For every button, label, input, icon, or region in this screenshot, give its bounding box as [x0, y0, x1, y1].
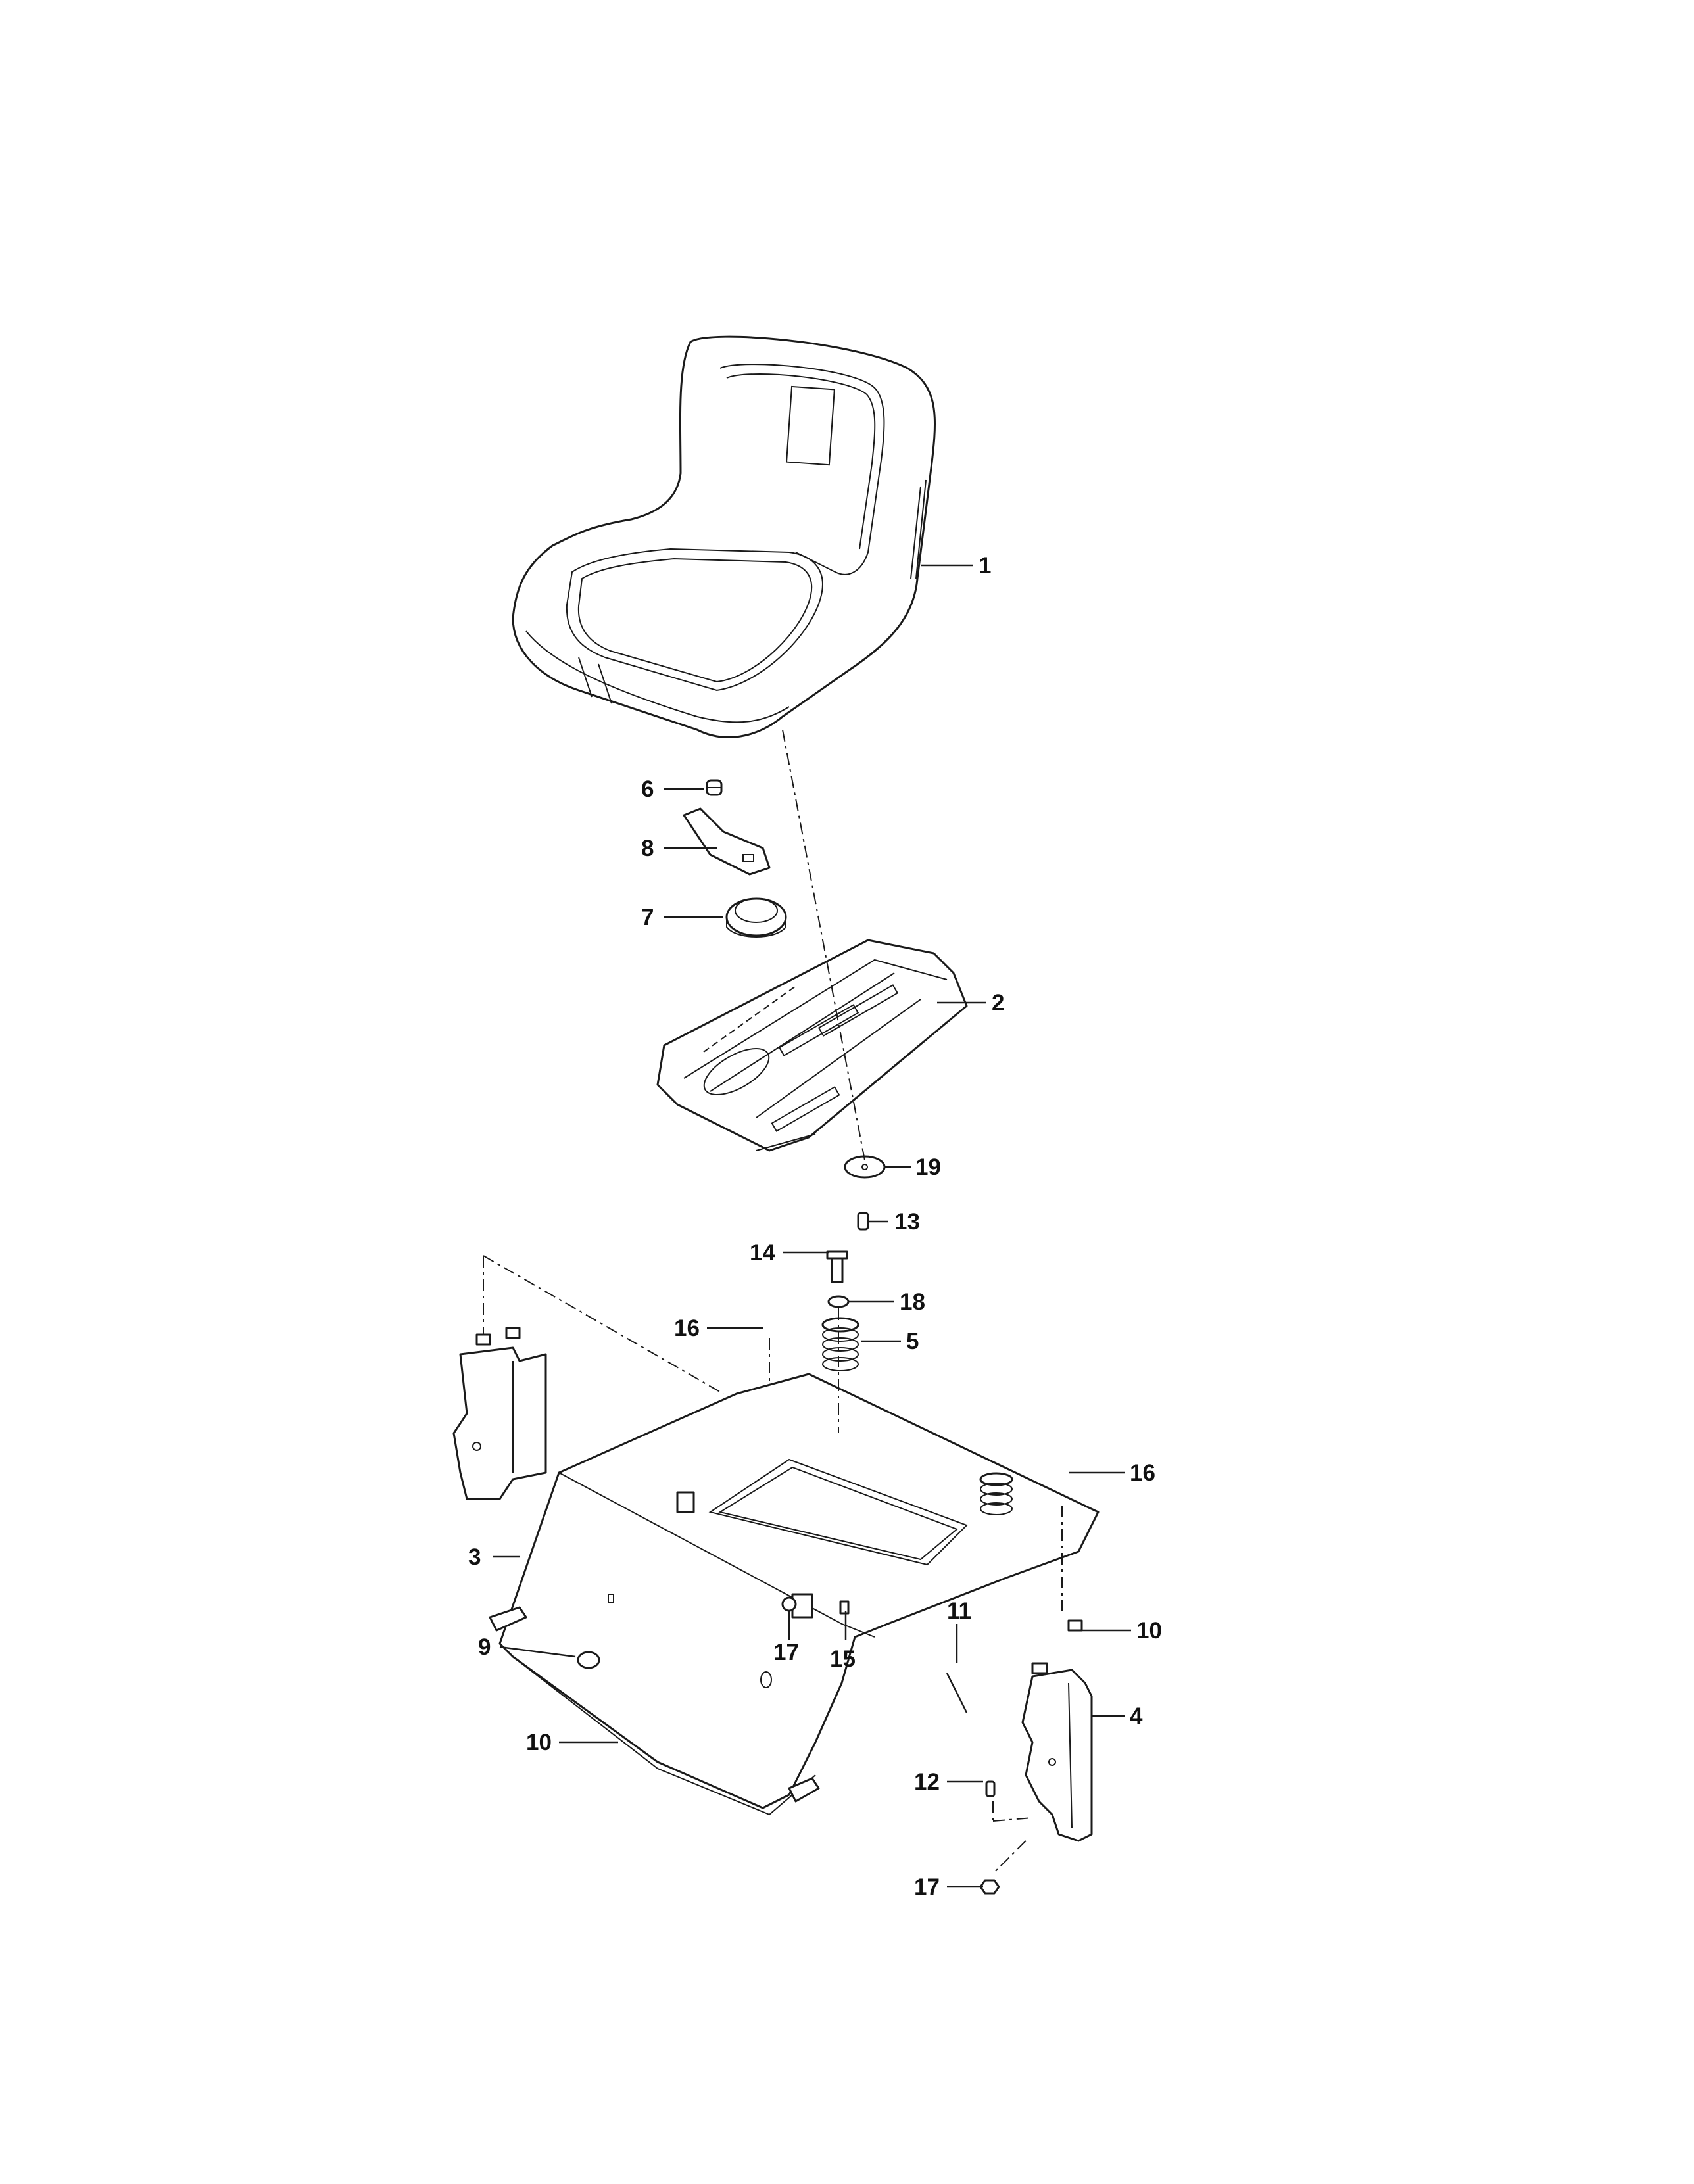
callout-2: 2 [992, 990, 1004, 1016]
callout-1: 1 [979, 553, 991, 579]
callout-5: 5 [906, 1329, 919, 1354]
callout-3: 3 [468, 1544, 481, 1570]
assembly-centerlines [483, 729, 1063, 1874]
seat-pan [656, 939, 968, 1152]
callout-17-frame: 17 [773, 1640, 799, 1665]
leader-lines [493, 564, 1131, 1888]
callout-17-bottom: 17 [914, 1874, 940, 1900]
callout-19: 19 [915, 1154, 941, 1180]
callout-12: 12 [914, 1769, 940, 1795]
right-bracket [946, 1619, 1093, 1895]
callout-6: 6 [641, 776, 654, 802]
callout-9: 9 [478, 1634, 491, 1660]
callout-8: 8 [641, 836, 654, 861]
callout-labels: 1 2 3 4 5 6 7 8 9 10 10 11 12 13 14 15 1… [468, 553, 1162, 1900]
callout-7: 7 [641, 905, 654, 930]
fasteners-center [821, 1155, 886, 1371]
callout-16-right: 16 [1130, 1460, 1155, 1486]
callout-4: 4 [1130, 1703, 1143, 1729]
callout-16-left: 16 [674, 1316, 700, 1341]
switch-parts [683, 779, 787, 938]
callout-10-lower: 10 [526, 1730, 552, 1755]
left-bracket [452, 1327, 547, 1500]
callout-13: 13 [894, 1209, 920, 1235]
callout-10-right: 10 [1136, 1618, 1162, 1644]
seat [512, 335, 936, 738]
callout-14: 14 [750, 1240, 775, 1266]
callout-18: 18 [900, 1289, 925, 1315]
spring [821, 1317, 859, 1371]
callout-11: 11 [947, 1598, 971, 1624]
callout-15: 15 [830, 1646, 856, 1672]
seat-base-frame [489, 1373, 1100, 1816]
